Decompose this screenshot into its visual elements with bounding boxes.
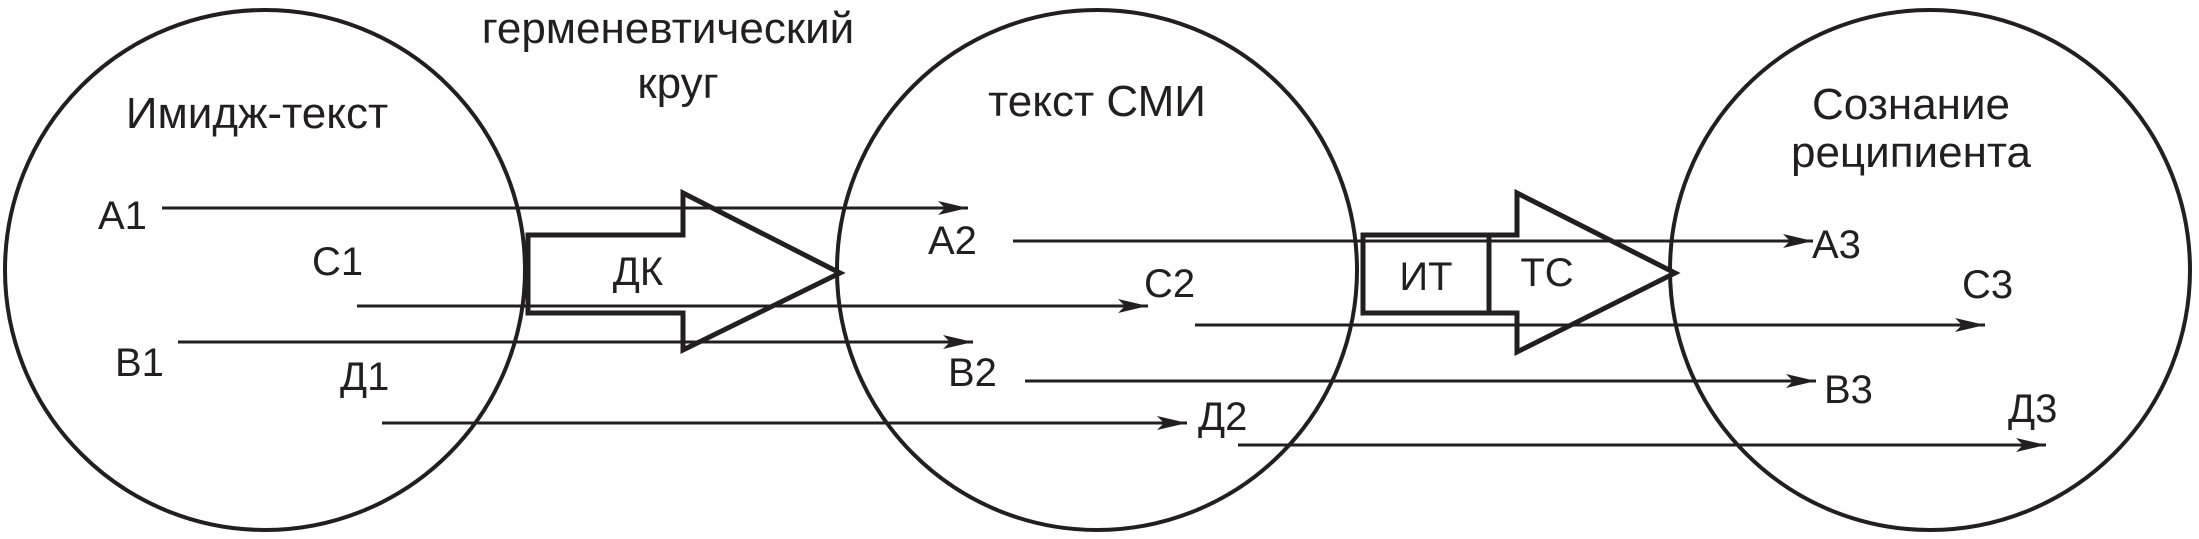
label-a2: А2 xyxy=(928,219,977,263)
label-b3: В3 xyxy=(1824,368,1873,412)
it-label: ИТ xyxy=(1399,255,1452,299)
label-d1: Д1 xyxy=(340,355,389,399)
diagram-title-line2: круг xyxy=(637,59,718,108)
it-tc-block-arrow xyxy=(1360,188,1681,357)
label-b1: В1 xyxy=(115,341,164,385)
dk-label: ДК xyxy=(613,250,664,294)
label-d3: Д3 xyxy=(2008,387,2057,431)
recipient-title-line2: реципиента xyxy=(1791,128,2032,177)
recipient-title-line1: Сознание xyxy=(1812,80,2010,129)
label-c3: С3 xyxy=(1962,263,2013,307)
image-text-title: Имидж-текст xyxy=(126,89,388,138)
image-text-circle xyxy=(3,8,527,532)
label-d2: Д2 xyxy=(1198,395,1247,439)
label-c2: С2 xyxy=(1144,262,1195,306)
label-c1: С1 xyxy=(312,240,363,284)
label-a3: А3 xyxy=(1812,223,1861,267)
label-a1: А1 xyxy=(98,194,147,238)
diagram-title-line1: герменевтический xyxy=(482,4,854,53)
dk-block-arrow xyxy=(525,188,846,355)
tc-label: ТС xyxy=(1520,251,1573,295)
media-text-title: текст СМИ xyxy=(988,77,1206,126)
label-b2: В2 xyxy=(948,351,997,395)
